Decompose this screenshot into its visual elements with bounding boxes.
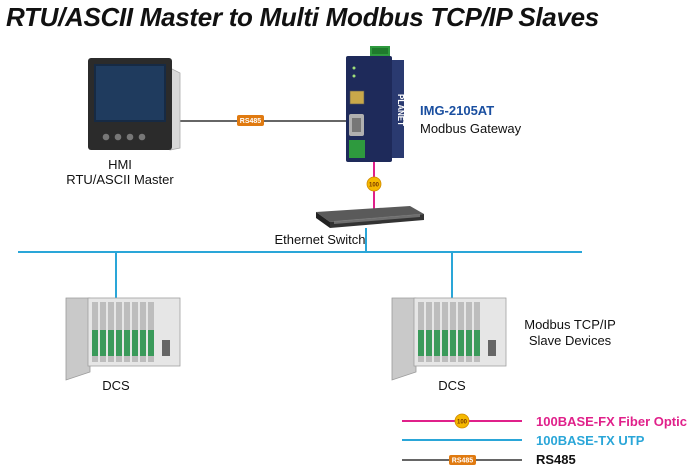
page-title: RTU/ASCII Master to Multi Modbus TCP/IP … — [6, 2, 599, 32]
switch-label: Ethernet Switch — [274, 232, 366, 247]
dcs-label-2: DCS — [438, 378, 466, 393]
svg-text:PLANET: PLANET — [396, 94, 405, 126]
dcs-rack-icon-2 — [391, 297, 507, 381]
dcs-rack-icon-1 — [65, 297, 181, 381]
legend-fiber-text: 100BASE-FX Fiber Optic — [536, 414, 687, 429]
gateway-description-label: Modbus Gateway — [420, 121, 522, 136]
rs485-badge — [237, 115, 264, 126]
rs485-badge-text: RS485 — [240, 118, 262, 125]
legend-fiber-badge-text: 100 — [457, 420, 468, 426]
hmi-name-label: HMI — [108, 157, 132, 172]
fiber-badge-text: 100 — [369, 183, 380, 189]
ethernet-switch-icon — [316, 206, 424, 228]
gateway-model-label: IMG-2105AT — [420, 103, 495, 118]
fiber-badge — [366, 176, 382, 192]
slaves-label-line1: Modbus TCP/IP — [524, 317, 616, 332]
gateway-device-icon: PLANET — [346, 46, 405, 162]
legend-rs485-text: RS485 — [536, 452, 576, 467]
legend-utp-text: 100BASE-TX UTP — [536, 433, 645, 448]
legend-rs485-badge — [449, 455, 476, 465]
slaves-label-line2: Slave Devices — [528, 333, 612, 348]
legend-rs485-badge-text: RS485 — [452, 458, 474, 465]
dcs-label-1: DCS — [102, 378, 130, 393]
hmi-role-label: RTU/ASCII Master — [66, 172, 174, 187]
hmi-device-icon — [88, 58, 181, 151]
legend-fiber-badge — [454, 413, 470, 429]
